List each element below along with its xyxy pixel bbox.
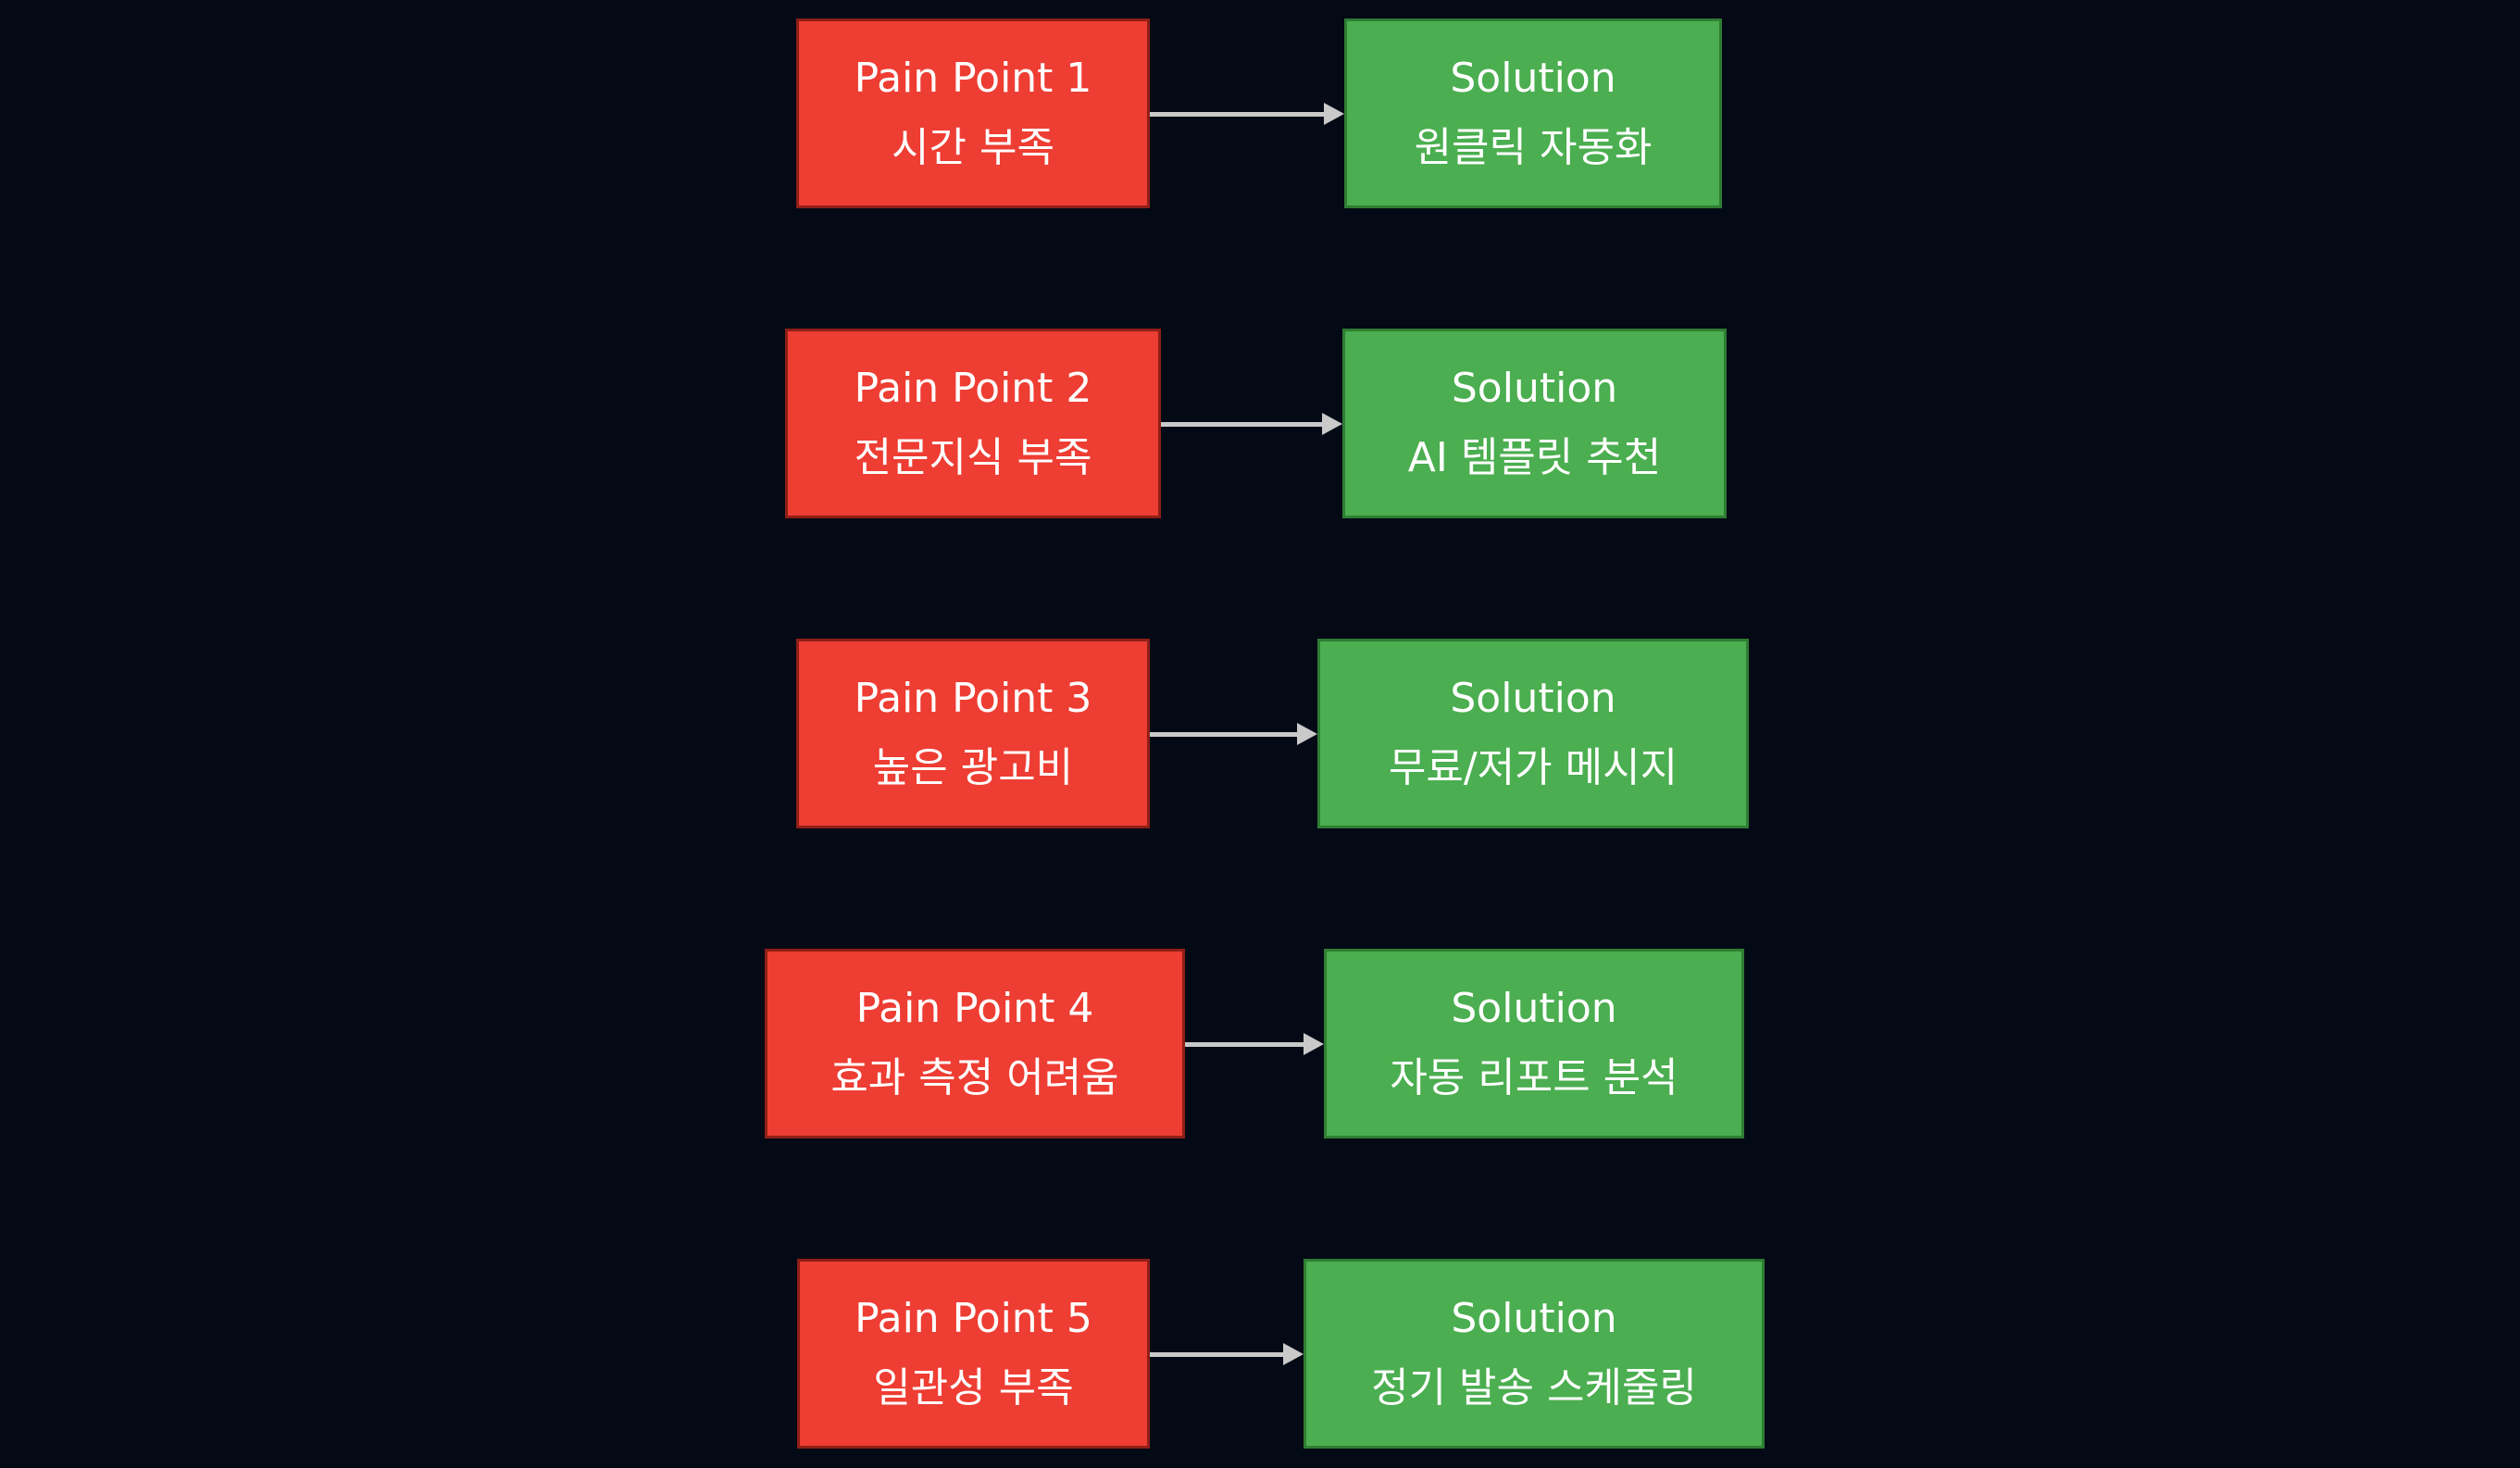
pain-point-box-4: Pain Point 4 효과 측정 어려움 <box>765 949 1185 1138</box>
arrowhead-icon <box>1297 723 1317 745</box>
pain-point-subtitle: 일관성 부족 <box>873 1363 1074 1412</box>
pain-point-title: Pain Point 1 <box>854 54 1092 102</box>
pain-point-box-2: Pain Point 2 전문지식 부족 <box>785 329 1161 518</box>
solution-box-4: Solution 자동 리포트 분석 <box>1324 949 1744 1138</box>
solution-box-5: Solution 정기 발송 스케줄링 <box>1304 1259 1765 1449</box>
solution-box-3: Solution 무료/저가 메시지 <box>1317 639 1749 828</box>
mapping-row-3: Pain Point 3 높은 광고비 Solution 무료/저가 메시지 <box>0 639 2520 828</box>
solution-title: Solution <box>1450 674 1616 722</box>
solution-title: Solution <box>1451 1294 1617 1342</box>
solution-title: Solution <box>1451 984 1617 1032</box>
solution-title: Solution <box>1451 364 1618 412</box>
mapping-row-2: Pain Point 2 전문지식 부족 Solution AI 템플릿 추천 <box>0 329 2520 518</box>
arrow-connector-3 <box>1150 723 1317 745</box>
pain-point-subtitle: 전문지식 부족 <box>854 433 1092 481</box>
pain-point-title: Pain Point 3 <box>854 674 1092 722</box>
pain-point-subtitle: 높은 광고비 <box>872 743 1074 791</box>
solution-subtitle: AI 템플릿 추천 <box>1407 433 1662 481</box>
arrow-connector-1 <box>1150 103 1344 125</box>
arrow-shaft <box>1150 1352 1289 1357</box>
arrow-connector-4 <box>1185 1033 1324 1055</box>
pain-point-subtitle: 시간 부족 <box>892 123 1054 171</box>
pain-point-box-3: Pain Point 3 높은 광고비 <box>796 639 1150 828</box>
arrowhead-icon <box>1322 413 1342 435</box>
mapping-row-4: Pain Point 4 효과 측정 어려움 Solution 자동 리포트 분… <box>0 949 2520 1138</box>
solution-box-2: Solution AI 템플릿 추천 <box>1342 329 1727 518</box>
arrowhead-icon <box>1304 1033 1324 1055</box>
arrow-shaft <box>1185 1042 1309 1047</box>
solution-title: Solution <box>1450 54 1616 102</box>
mapping-row-5: Pain Point 5 일관성 부족 Solution 정기 발송 스케줄링 <box>0 1259 2520 1449</box>
solution-subtitle: 자동 리포트 분석 <box>1390 1053 1678 1101</box>
solution-subtitle: 정기 발송 스케줄링 <box>1371 1363 1697 1412</box>
arrow-connector-2 <box>1161 413 1342 435</box>
solution-subtitle: 무료/저가 메시지 <box>1388 743 1678 791</box>
mapping-row-1: Pain Point 1 시간 부족 Solution 원클릭 자동화 <box>0 19 2520 208</box>
pain-point-subtitle: 효과 측정 어려움 <box>830 1053 1119 1101</box>
pain-point-title: Pain Point 2 <box>854 364 1092 412</box>
pain-point-title: Pain Point 5 <box>855 1294 1092 1342</box>
arrowhead-icon <box>1283 1343 1304 1365</box>
pain-point-box-5: Pain Point 5 일관성 부족 <box>797 1259 1150 1449</box>
pain-point-box-1: Pain Point 1 시간 부족 <box>796 19 1150 208</box>
solution-box-1: Solution 원클릭 자동화 <box>1344 19 1722 208</box>
arrow-shaft <box>1150 112 1329 117</box>
arrowhead-icon <box>1324 103 1344 125</box>
arrow-shaft <box>1150 732 1303 737</box>
solution-subtitle: 원클릭 자동화 <box>1414 123 1653 171</box>
pain-point-title: Pain Point 4 <box>855 984 1094 1032</box>
arrow-connector-5 <box>1150 1343 1304 1365</box>
arrow-shaft <box>1161 422 1328 427</box>
